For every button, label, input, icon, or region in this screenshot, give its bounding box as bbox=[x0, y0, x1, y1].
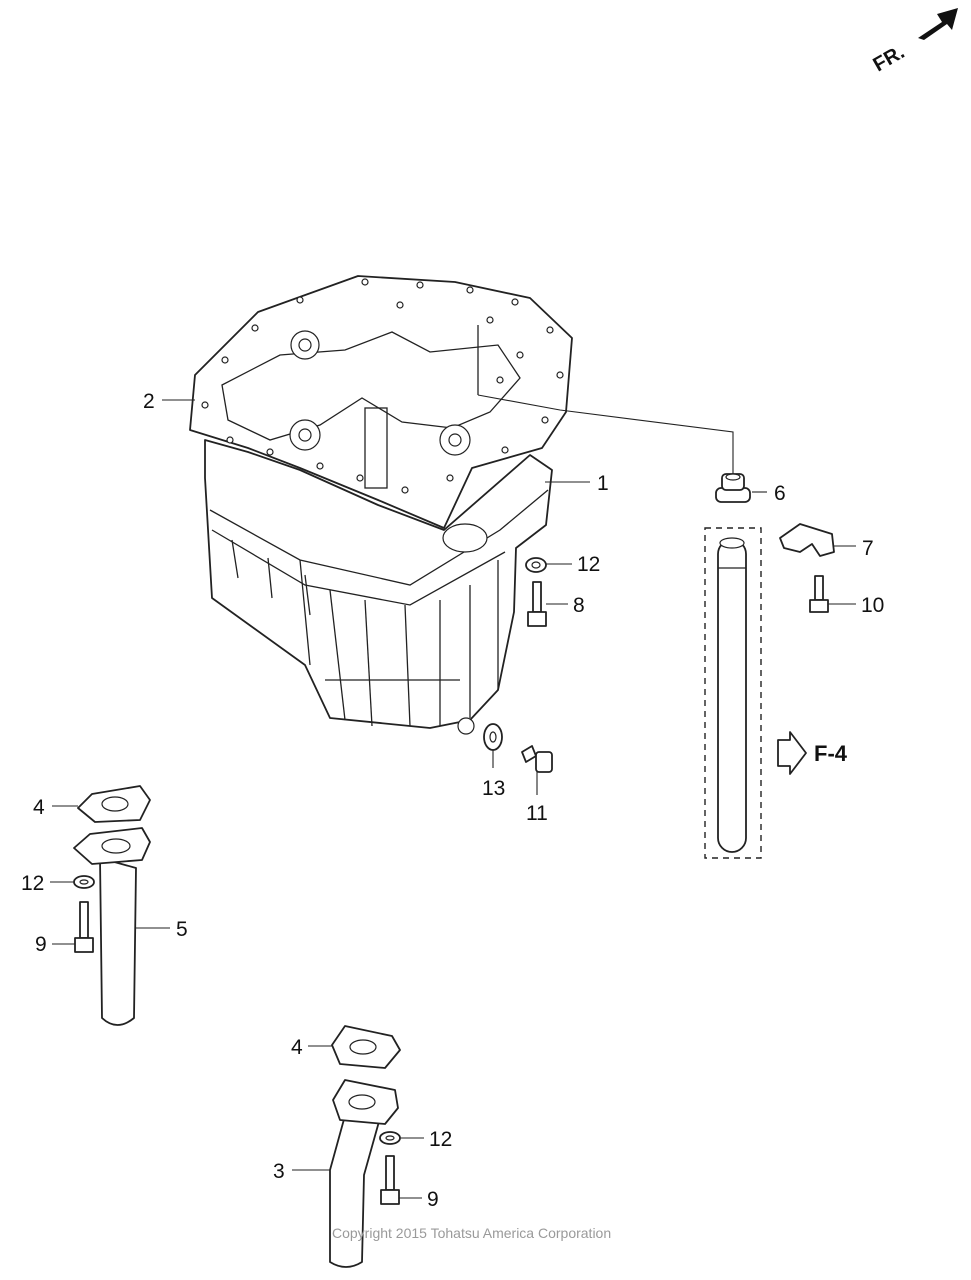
reference-arrow-icon bbox=[777, 731, 807, 775]
callout-4-left[interactable]: 4 bbox=[33, 796, 45, 819]
part-2-gasket bbox=[189, 275, 573, 529]
callout-5[interactable]: 5 bbox=[176, 918, 188, 941]
reference-label: F-4 bbox=[814, 741, 848, 766]
front-label: FR. bbox=[870, 41, 909, 76]
front-arrow-icon bbox=[918, 8, 958, 40]
callout-6[interactable]: 6 bbox=[774, 482, 786, 505]
callout-8[interactable]: 8 bbox=[573, 594, 585, 617]
leader-6-path bbox=[477, 394, 734, 478]
callout-10[interactable]: 10 bbox=[861, 594, 884, 617]
part-5-pipe bbox=[73, 827, 151, 1026]
part-12-washer-left bbox=[73, 875, 95, 889]
callout-9-left[interactable]: 9 bbox=[35, 933, 47, 956]
callout-13[interactable]: 13 bbox=[482, 777, 505, 800]
callout-3[interactable]: 3 bbox=[273, 1160, 285, 1183]
part-8-bolt bbox=[527, 581, 547, 627]
callout-4-bottom[interactable]: 4 bbox=[291, 1036, 303, 1059]
leader-lines bbox=[50, 399, 856, 1199]
part-12-washer-upper bbox=[525, 557, 547, 573]
part-4-flange-bottom bbox=[331, 1025, 401, 1069]
part-9-bolt-left bbox=[74, 901, 94, 953]
callout-2[interactable]: 2 bbox=[143, 390, 155, 413]
front-direction-indicator: FR. bbox=[870, 8, 958, 76]
copyright-notice: Copyright 2015 Tohatsu America Corporati… bbox=[332, 1225, 611, 1241]
callout-12-left[interactable]: 12 bbox=[21, 872, 44, 895]
callout-11[interactable]: 11 bbox=[526, 802, 548, 825]
part-4-flange-left bbox=[77, 785, 151, 823]
dipstick-tube bbox=[704, 527, 762, 859]
part-12-washer-bottom bbox=[379, 1131, 401, 1145]
callout-12-bottom[interactable]: 12 bbox=[429, 1128, 452, 1151]
reference-f4[interactable]: F-4 bbox=[777, 731, 848, 775]
callouts: 1 2 3 4 4 5 6 7 8 9 9 10 11 12 12 12 13 bbox=[21, 390, 884, 1211]
callout-7[interactable]: 7 bbox=[862, 537, 874, 560]
part-6-grommet bbox=[715, 473, 751, 503]
part-1-oil-pan bbox=[204, 407, 553, 735]
callout-9-bottom[interactable]: 9 bbox=[427, 1188, 439, 1211]
part-3-pipe bbox=[329, 1079, 399, 1268]
part-11-drain-plug bbox=[521, 745, 553, 773]
part-13-washer bbox=[483, 723, 503, 751]
part-7-clip bbox=[779, 523, 835, 557]
part-10-bolt bbox=[809, 575, 829, 613]
callout-1[interactable]: 1 bbox=[597, 472, 609, 495]
part-9-bolt-bottom bbox=[380, 1155, 400, 1205]
callout-12-upper[interactable]: 12 bbox=[577, 553, 600, 576]
